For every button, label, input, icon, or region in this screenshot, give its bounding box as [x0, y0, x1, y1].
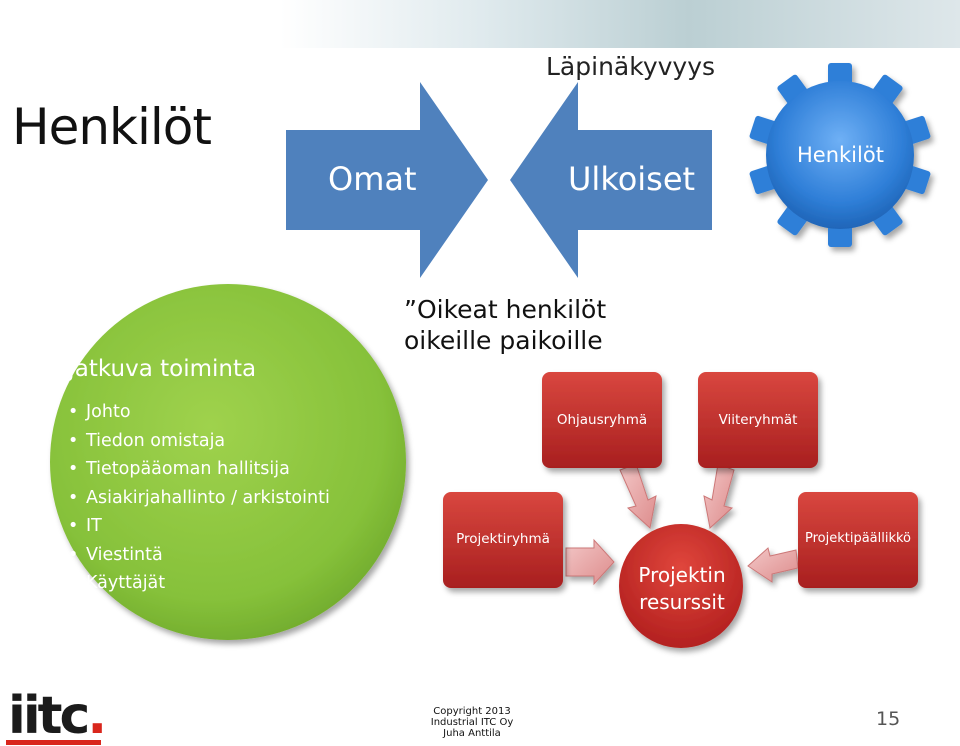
connector-viiteryhmat — [703, 463, 735, 529]
quote-line-1: ”Oikeat henkilöt — [404, 295, 607, 324]
omat-label: Omat — [328, 160, 417, 198]
connector-projektiryhma — [565, 538, 615, 586]
viiteryhmat-box — [698, 372, 818, 468]
copyright-text: Copyright 2013 Industrial ITC Oy Juha An… — [412, 706, 532, 739]
connector-ohjausryhma — [619, 463, 657, 529]
copyright-line: Juha Anttila — [443, 728, 501, 739]
list-item: Viestintä — [66, 541, 330, 570]
quote-text: ”Oikeat henkilöt oikeille paikoille — [404, 294, 606, 356]
logo-text: iitc — [8, 686, 90, 746]
slide-subtitle: Läpinäkyvyys — [546, 52, 716, 81]
copyright-line: Copyright 2013 — [433, 706, 511, 717]
center-circle — [619, 524, 743, 648]
slide-title: Henkilöt — [12, 98, 212, 156]
page-number: 15 — [876, 708, 901, 730]
list-item: IT — [66, 512, 330, 541]
top-decorative-band — [280, 0, 960, 48]
quote-line-2: oikeille paikoille — [404, 326, 603, 355]
copyright-line: Industrial ITC Oy — [430, 717, 514, 728]
logo-bar — [6, 740, 101, 745]
center-label-line-2: resurssit — [639, 590, 725, 614]
ohjausryhma-box — [542, 372, 662, 468]
viiteryhmat-label: Viiteryhmät — [718, 412, 798, 428]
list-item: Asiakirjahallinto / arkistointi — [66, 484, 330, 513]
center-label: Projektin resurssit — [612, 562, 752, 616]
projektiryhma-label: Projektiryhmä — [456, 531, 550, 547]
iitc-logo: iitc. — [8, 690, 107, 742]
projektiryhma-box — [443, 492, 563, 588]
projektipaallikko-box — [798, 492, 918, 588]
list-item: Tiedon omistaja — [66, 427, 330, 456]
ohjausryhma-label: Ohjausryhmä — [556, 412, 648, 428]
list-item: Käyttäjät — [66, 569, 330, 598]
ulkoiset-arrow — [510, 82, 712, 278]
ulkoiset-label: Ulkoiset — [568, 160, 696, 198]
omat-arrow — [286, 82, 488, 278]
green-circle-title: Jatkuva toiminta — [68, 356, 257, 382]
green-circle-list: Johto Tiedon omistaja Tietopääoman halli… — [66, 398, 330, 598]
projektipaallikko-label: Projektipäällikkö — [804, 531, 912, 546]
gear-label: Henkilöt — [797, 143, 884, 167]
list-item: Tietopääoman hallitsija — [66, 455, 330, 484]
list-item: Johto — [66, 398, 330, 427]
connector-projektipaallikko — [747, 547, 799, 583]
center-label-line-1: Projektin — [638, 563, 726, 587]
gear-shape — [749, 63, 931, 247]
logo-dot: . — [87, 686, 107, 746]
